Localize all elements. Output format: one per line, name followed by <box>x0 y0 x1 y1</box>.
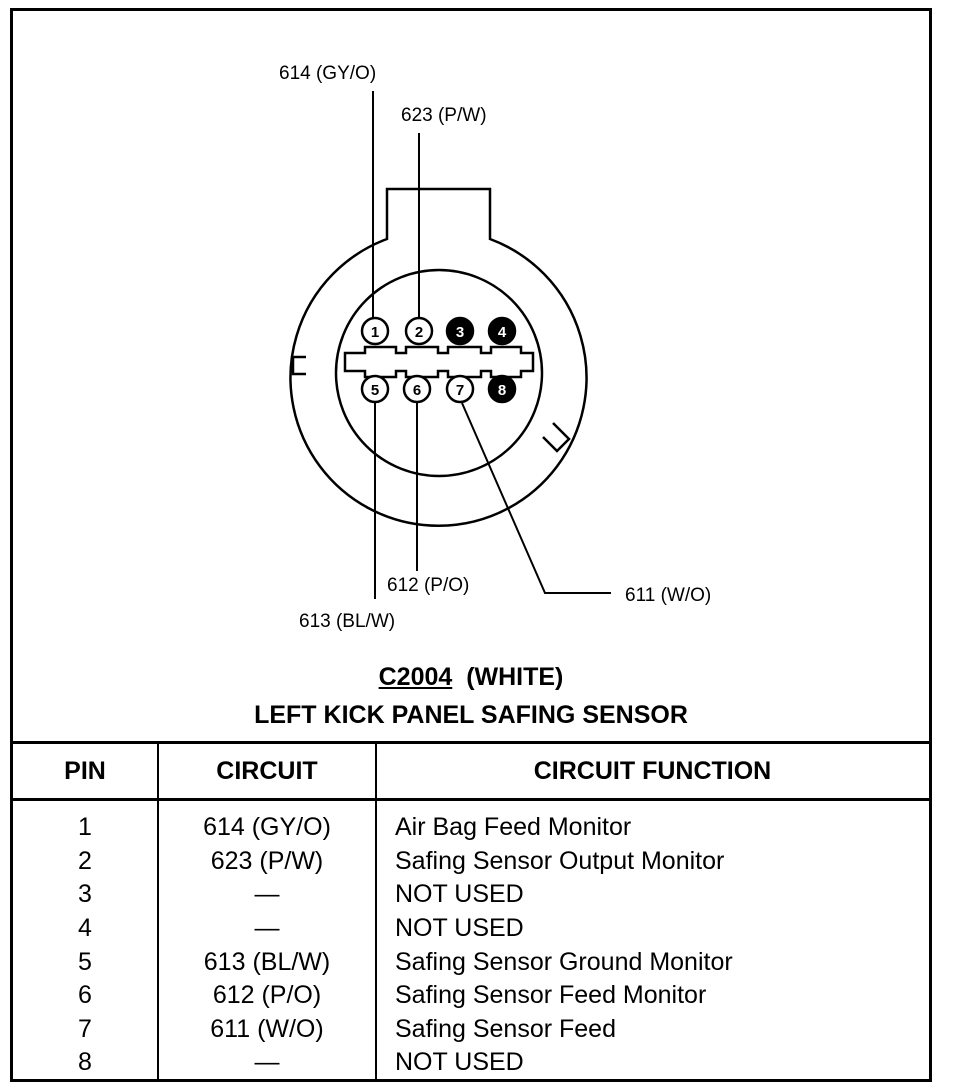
callout-pin5: 613 (BL/W) <box>299 611 396 632</box>
table-row: 8 — NOT USED <box>13 1046 929 1080</box>
pin-label: 8 <box>498 382 506 399</box>
left-key <box>291 355 306 376</box>
leader-pin7 <box>461 402 611 594</box>
cell-pin: 7 <box>78 1014 92 1043</box>
header-function: CIRCUIT FUNCTION <box>375 741 929 801</box>
table-row: 1 614 (GY/O) Air Bag Feed Monitor <box>13 799 929 845</box>
cell-function: NOT USED <box>375 878 929 912</box>
cell-function: Safing Sensor Feed <box>375 1012 929 1047</box>
cell-circuit: 614 (GY/O) <box>157 799 376 845</box>
table-row: 7 611 (W/O) Safing Sensor Feed <box>13 1012 929 1047</box>
callout-pin2: 623 (P/W) <box>401 105 487 126</box>
pin-divider <box>343 345 535 379</box>
cell-pin: 2 <box>78 846 92 875</box>
cell-pin: 6 <box>78 981 92 1010</box>
pin-label: 4 <box>498 324 507 341</box>
callout-pin7: 611 (W/O) <box>625 585 712 606</box>
table-row: 6 612 (P/O) Safing Sensor Feed Monitor <box>13 978 929 1013</box>
diagram-frame: 1 2 3 4 5 6 7 8 614 (GY/O) <box>10 8 932 1082</box>
cell-circuit: — <box>157 911 376 946</box>
cell-circuit: — <box>157 1046 376 1080</box>
connector-inner-ring <box>334 268 544 478</box>
connector-title: C2004 (WHITE) <box>13 663 929 692</box>
pin-4: 4 <box>487 316 517 346</box>
table-row: 4 — NOT USED <box>13 911 929 946</box>
pin-label: 7 <box>456 382 464 399</box>
connector-name: LEFT KICK PANEL SAFING SENSOR <box>254 701 688 729</box>
pin-label: 1 <box>371 324 379 341</box>
table-row: 5 613 (BL/W) Safing Sensor Ground Monito… <box>13 945 929 979</box>
cell-function: Safing Sensor Feed Monitor <box>375 978 929 1013</box>
right-latch <box>542 422 571 453</box>
cell-circuit: 612 (P/O) <box>157 978 376 1013</box>
callout-pin1: 614 (GY/O) <box>279 63 377 84</box>
pin-label: 3 <box>456 324 464 341</box>
pin-1: 1 <box>360 316 390 346</box>
cell-pin: 4 <box>78 914 92 943</box>
header-circuit: CIRCUIT <box>157 741 376 801</box>
cell-pin: 5 <box>78 947 92 976</box>
cell-function: Safing Sensor Ground Monitor <box>375 945 929 979</box>
pin-6: 6 <box>402 374 432 404</box>
cell-circuit: — <box>157 878 376 912</box>
pin-2: 2 <box>404 316 434 346</box>
cell-pin: 1 <box>78 813 92 842</box>
cell-function: NOT USED <box>375 911 929 946</box>
pin-label: 2 <box>415 324 423 341</box>
pin-7: 7 <box>445 374 475 404</box>
cell-circuit: 611 (W/O) <box>157 1012 376 1047</box>
pin-label: 6 <box>413 382 421 399</box>
table-row: 3 — NOT USED <box>13 878 929 912</box>
connector-code: C2004 <box>378 663 453 691</box>
pin-label: 5 <box>371 382 379 399</box>
pin-5: 5 <box>360 374 390 404</box>
cell-function: Safing Sensor Output Monitor <box>375 844 929 879</box>
cell-function: Air Bag Feed Monitor <box>375 799 929 845</box>
callout-pin6: 612 (P/O) <box>387 575 470 596</box>
cell-function: NOT USED <box>375 1046 929 1080</box>
connector-diagram: 1 2 3 4 5 6 7 8 <box>289 91 611 599</box>
cell-circuit: 613 (BL/W) <box>157 945 376 979</box>
connector-housing <box>289 187 588 527</box>
table-header-row: PIN CIRCUIT CIRCUIT FUNCTION <box>13 741 929 801</box>
cell-circuit: 623 (P/W) <box>157 844 376 879</box>
header-pin: PIN <box>13 741 158 801</box>
pin-table: PIN CIRCUIT CIRCUIT FUNCTION 1 614 (GY/O… <box>13 741 929 1080</box>
pin-8: 8 <box>487 374 517 404</box>
pin-3: 3 <box>445 316 475 346</box>
cell-pin: 8 <box>78 1048 92 1077</box>
cell-pin: 3 <box>78 880 92 909</box>
connector-color: (WHITE) <box>466 663 564 691</box>
table-row: 2 623 (P/W) Safing Sensor Output Monitor <box>13 844 929 879</box>
